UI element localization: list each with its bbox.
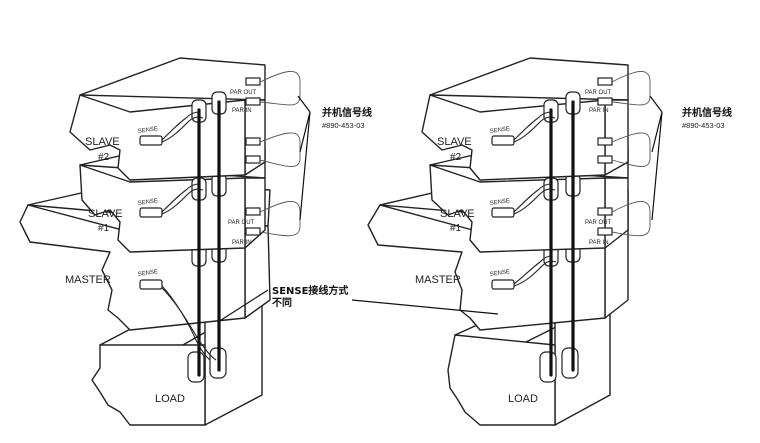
- slave1-sense-label: SENSE: [137, 198, 158, 207]
- slave2-par-in-label: PAR IN: [232, 108, 252, 114]
- right-slave2-lower-par-out-port: [597, 137, 613, 146]
- right-sense-wires: [513, 111, 557, 287]
- slave2-label: SLAVE: [85, 136, 120, 148]
- right-slave2-par-in-label: PAR IN: [589, 108, 609, 114]
- right-slave1-par-in-label: PAR IN: [589, 240, 609, 246]
- slave1-par-out-port: [245, 207, 261, 216]
- right-slave2-lower-par-in-port: [597, 155, 613, 164]
- left-diagram: LOAD MASTER SENSE SLAVE #1 SENSE: [19, 57, 372, 426]
- right-callout-title: 并机信号线: [682, 106, 732, 119]
- right-slave1-par-in-port: [597, 227, 613, 236]
- right-callout-part: #890-453-03: [682, 121, 725, 130]
- right-parallel-cables: [611, 71, 651, 237]
- slave2-par-in-port: [245, 97, 261, 106]
- slave2-lower-par-in-port: [245, 155, 261, 164]
- right-diagram: LOAD MASTER SENSE SLAVE #1 SENSE: [367, 57, 732, 426]
- right-slave2-par-out-port: [597, 77, 613, 86]
- left-sense-wires: [161, 111, 217, 361]
- right-slave1-sense-port: [491, 207, 515, 218]
- right-bus-bars: [549, 100, 575, 377]
- right-slave2-label: SLAVE: [437, 136, 472, 148]
- slave2-lower-par-out-port: [245, 137, 261, 146]
- right-slave2-unit: SLAVE #2 SENSE PAR OUT PAR IN: [421, 57, 629, 181]
- master-label: MASTER: [65, 274, 111, 286]
- right-slave1-sense-label: SENSE: [489, 198, 510, 207]
- right-load-plus-terminal: [561, 347, 579, 379]
- right-slave2-number: #2: [450, 152, 462, 163]
- slave1-label: SLAVE: [88, 208, 123, 220]
- right-slave1-par-out-label: PAR OUT: [585, 220, 612, 226]
- left-callout: 并机信号线 #890-453-03: [297, 95, 372, 221]
- right-master-label: MASTER: [415, 274, 461, 286]
- right-slave2-sense-port: [491, 135, 515, 146]
- left-callout-part: #890-453-03: [322, 121, 365, 130]
- slave2-unit: SLAVE #2 SENSE PAR OUT PAR IN: [69, 57, 266, 181]
- slave1-sense-port: [139, 207, 163, 218]
- master-sense-port: [139, 279, 163, 290]
- right-master-sense-port: [491, 279, 515, 290]
- right-slave1-number: #1: [450, 223, 462, 234]
- right-slave2-par-in-port: [597, 97, 613, 106]
- right-load-label: LOAD: [508, 393, 538, 405]
- right-callout: 并机信号线 #890-453-03: [649, 95, 732, 221]
- slave2-sense-label: SENSE: [137, 126, 158, 135]
- slave1-number: #1: [98, 223, 110, 234]
- slave2-sense-port: [139, 135, 163, 146]
- slave1-par-in-label: PAR IN: [232, 240, 252, 246]
- sense-note-leader-left: [217, 289, 269, 323]
- sense-note-leader-right: [351, 299, 499, 315]
- right-slave1-par-out-port: [597, 207, 613, 216]
- sense-note: SENSE接线方式 不同: [217, 284, 499, 323]
- load-label: LOAD: [155, 393, 185, 405]
- slave2-number: #2: [98, 152, 110, 163]
- slave2-par-out-port: [245, 77, 261, 86]
- left-callout-title: 并机信号线: [322, 106, 372, 119]
- right-slave2-par-out-label: PAR OUT: [585, 90, 612, 96]
- right-load-minus-terminal: [539, 351, 557, 383]
- slave1-par-out-label: PAR OUT: [228, 220, 255, 226]
- left-bus-bars: [197, 100, 221, 377]
- sense-note-line1: SENSE接线方式: [272, 284, 348, 297]
- master-sense-label: SENSE: [137, 269, 158, 278]
- load-minus-terminal: [187, 351, 205, 383]
- right-slave1-label: SLAVE: [440, 208, 475, 220]
- right-master-sense-label: SENSE: [489, 269, 510, 278]
- sense-note-line2: 不同: [272, 297, 292, 309]
- slave1-par-in-port: [245, 227, 261, 236]
- slave2-par-out-label: PAR OUT: [230, 90, 257, 96]
- right-slave2-sense-label: SENSE: [489, 126, 510, 135]
